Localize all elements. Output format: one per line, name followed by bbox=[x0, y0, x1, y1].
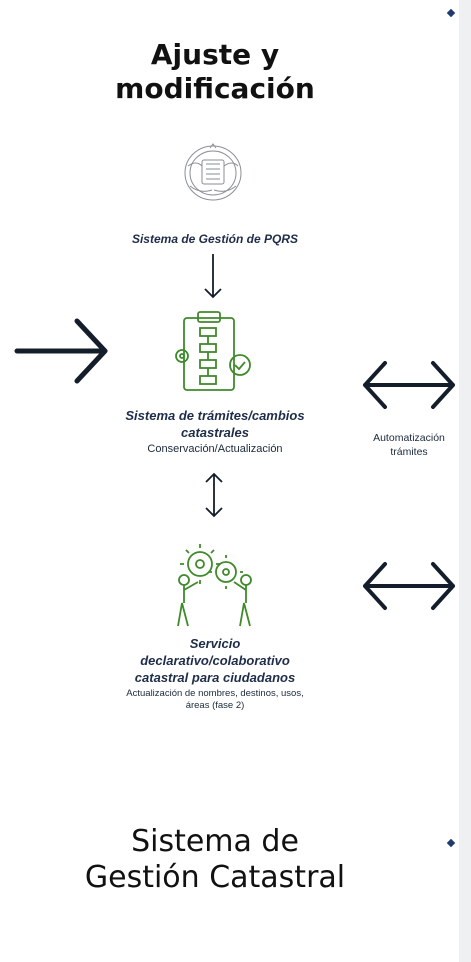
page-heading: Ajuste y modificación bbox=[100, 38, 330, 106]
tramites-label-line-2: catastrales bbox=[181, 425, 249, 440]
double-arrow-right-top-icon bbox=[363, 361, 455, 409]
process-clipboard-icon bbox=[175, 311, 251, 391]
arrow-down-icon bbox=[204, 254, 222, 299]
servicio-label-line-2: declarativo/colaborativo bbox=[140, 653, 290, 668]
people-gears-icon bbox=[177, 544, 252, 627]
automatizacion-line-1: Automatización bbox=[373, 432, 445, 444]
tramites-label-line-1: Sistema de trámites/cambios bbox=[125, 408, 305, 423]
pqrs-label: Sistema de Gestión de PQRS bbox=[131, 232, 299, 246]
double-arrow-vertical-icon bbox=[205, 472, 223, 518]
servicio-label-line-3: catastral para ciudadanos bbox=[134, 670, 296, 685]
automatizacion-line-2: trámites bbox=[390, 446, 428, 458]
seal-emblem-icon bbox=[184, 143, 242, 201]
heading-line-1: Ajuste y bbox=[150, 38, 280, 71]
footer-line-2: Gestión Catastral bbox=[84, 860, 346, 895]
arrow-right-icon bbox=[14, 318, 108, 384]
servicio-sublabel-line-2: áreas (fase 2) bbox=[185, 700, 245, 711]
tramites-sublabel: Conservación/Actualización bbox=[147, 443, 283, 455]
double-arrow-right-bottom-icon bbox=[363, 562, 455, 610]
right-scroll-strip bbox=[459, 0, 471, 962]
footer-line-1: Sistema de bbox=[131, 824, 299, 859]
heading-line-2: modificación bbox=[115, 72, 315, 105]
top-diamond-marker bbox=[446, 8, 456, 18]
servicio-label-line-1: Servicio bbox=[189, 636, 241, 651]
bottom-diamond-marker bbox=[446, 838, 456, 848]
servicio-sublabel-line-1: Actualización de nombres, destinos, usos… bbox=[126, 688, 304, 699]
footer-title: Sistema de Gestión Catastral bbox=[60, 824, 370, 896]
